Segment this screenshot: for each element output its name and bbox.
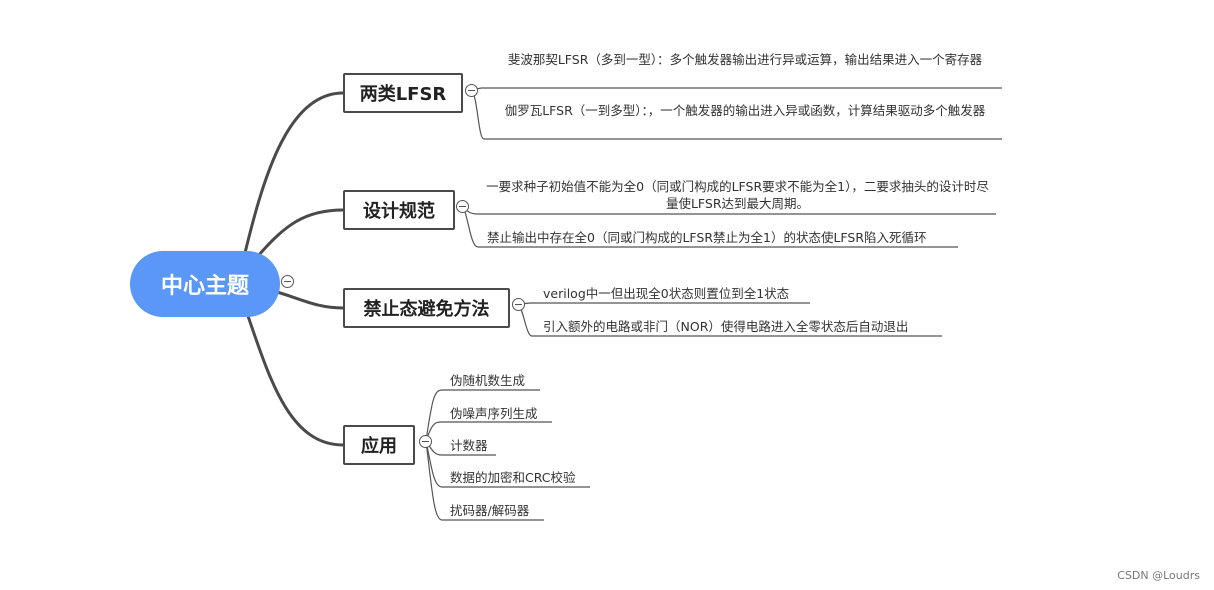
branch-topic-design-rules[interactable]: 设计规范	[343, 190, 455, 230]
connector-root-branch-3	[268, 288, 345, 310]
connector-root-branch-4	[246, 314, 345, 447]
leaf-topic[interactable]: verilog中一但出现全0状态则置位到全1状态	[543, 286, 790, 301]
leaf-topic[interactable]: 数据的加密和CRC校验	[450, 470, 576, 485]
leaf-topic[interactable]: 计数器	[450, 438, 488, 453]
leaf-topic[interactable]: 一要求种子初始值不能为全0（同或门构成的LFSR要求不能为全1），二要求抽头的设…	[486, 179, 989, 211]
collapse-icon[interactable]	[456, 200, 469, 213]
collapse-icon[interactable]	[512, 298, 525, 311]
branch-topic-lfsr-types[interactable]: 两类LFSR	[343, 73, 463, 113]
leaf-topic[interactable]: 伪随机数生成	[450, 373, 526, 388]
leaf-topic[interactable]: 引入额外的电路或非门（NOR）使得电路进入全零状态后自动退出	[543, 319, 909, 334]
branch-topic-forbidden-state[interactable]: 禁止态避免方法	[343, 288, 510, 328]
leaf-topic[interactable]: 斐波那契LFSR（多到一型）：多个触发器输出进行异或运算，输出结果进入一个寄存器	[507, 52, 983, 67]
collapse-icon[interactable]	[419, 435, 432, 448]
connector-b3-leaf-1	[517, 302, 810, 305]
connector-b1-leaf-1	[470, 87, 1002, 91]
collapse-icon[interactable]	[465, 84, 478, 97]
root-topic[interactable]: 中心主题	[130, 251, 280, 317]
leaf-topic[interactable]: 伽罗瓦LFSR（一到多型）：，一个触发器的输出进入异或函数，计算结果驱动多个触发…	[504, 103, 986, 118]
leaf-topic[interactable]: 扰码器/解码器	[450, 503, 530, 518]
branch-topic-applications[interactable]: 应用	[343, 425, 415, 465]
leaf-topic[interactable]: 伪噪声序列生成	[450, 406, 538, 421]
connector-root-branch-2	[256, 208, 345, 258]
connector-root-branch-1	[243, 91, 345, 255]
collapse-icon[interactable]	[281, 275, 294, 288]
watermark: CSDN @Loudrs	[1117, 569, 1200, 582]
leaf-topic[interactable]: 禁止输出中存在全0（同或门构成的LFSR禁止为全1）的状态使LFSR陷入死循环	[487, 230, 927, 245]
connector-b4-leaf-5	[425, 440, 544, 521]
connector-b4-leaf-4	[425, 440, 590, 488]
connector-b4-leaf-1	[425, 389, 540, 442]
